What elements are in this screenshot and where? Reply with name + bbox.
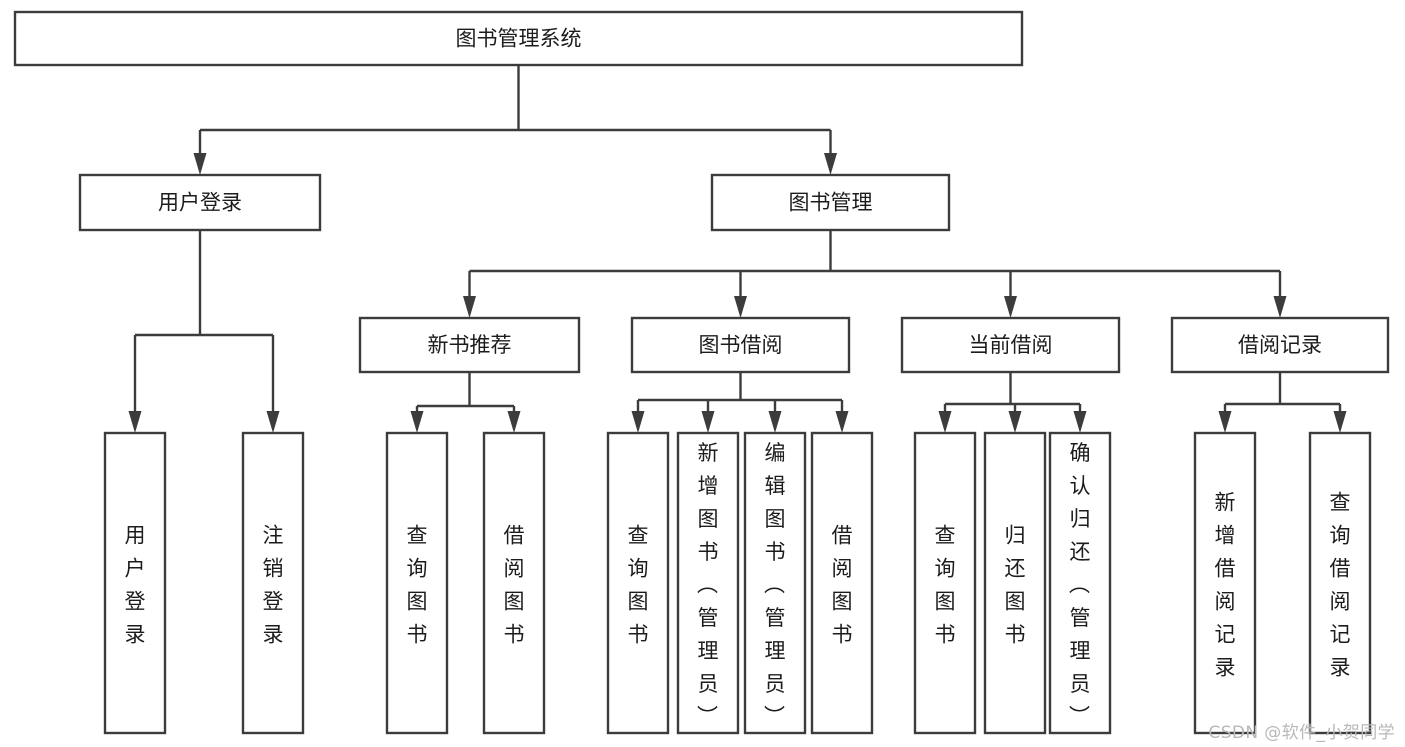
arrow-head (824, 153, 837, 175)
node-label-cur-query: 查询图书 (935, 524, 956, 647)
node-label-rec-add: 新增借阅记录 (1215, 491, 1236, 680)
arrow-head (938, 411, 952, 433)
edge-group-newbook (410, 372, 521, 433)
node-box-user-login[interactable] (103, 431, 167, 735)
node-bk-edit[interactable]: 编辑图书（管理员） (743, 431, 807, 735)
node-bk-add[interactable]: 新增图书（管理员） (676, 431, 740, 735)
node-box-root[interactable] (13, 10, 1024, 67)
node-box-rec-query[interactable] (1308, 431, 1372, 735)
arrow-head (734, 296, 747, 318)
node-box-newbook[interactable] (358, 316, 581, 374)
arrow-head (701, 411, 715, 433)
node-label-root: 图书管理系统 (456, 27, 582, 51)
node-records[interactable]: 借阅记录 (1170, 316, 1390, 374)
node-box-user-logout[interactable] (241, 431, 305, 735)
node-user-login[interactable]: 用户登录 (103, 431, 167, 735)
arrow-head (1218, 411, 1232, 433)
arrow-head (631, 411, 645, 433)
edges-layer (128, 65, 1347, 433)
arrow-head (410, 411, 424, 433)
node-box-borrow[interactable] (630, 316, 851, 374)
arrow-head (1008, 411, 1022, 433)
nodes-layer: 图书管理系统用户登录图书管理新书推荐图书借阅当前借阅借阅记录用户登录注销登录查询… (13, 10, 1390, 735)
arrow-head (1004, 296, 1017, 318)
node-current[interactable]: 当前借阅 (900, 316, 1121, 374)
node-box-rec-add[interactable] (1193, 431, 1257, 735)
node-newbook[interactable]: 新书推荐 (358, 316, 581, 374)
edge-group-records (1218, 372, 1347, 433)
node-box-bk-query[interactable] (606, 431, 670, 735)
node-root[interactable]: 图书管理系统 (13, 10, 1024, 67)
node-box-cur-query[interactable] (913, 431, 977, 735)
arrow-head (835, 411, 849, 433)
node-box-cur-confirm[interactable] (1048, 431, 1112, 735)
node-rec-add[interactable]: 新增借阅记录 (1193, 431, 1257, 735)
node-label-current: 当前借阅 (969, 333, 1053, 357)
arrow-head (463, 296, 476, 318)
node-label-bookmgr: 图书管理 (789, 191, 873, 215)
node-bk-borrow[interactable]: 借阅图书 (810, 431, 874, 735)
node-box-bk-add[interactable] (676, 431, 740, 735)
node-box-nb-borrow[interactable] (482, 431, 546, 735)
node-box-current[interactable] (900, 316, 1121, 374)
csdn-watermark: CSDN @软件_小贺同学 (1208, 723, 1395, 743)
edge-group-bookmgr (463, 230, 1287, 318)
node-label-user-logout: 注销登录 (263, 524, 284, 647)
node-bookmgr[interactable]: 图书管理 (710, 173, 951, 232)
edge-group-current (938, 372, 1087, 433)
arrow-head (1073, 411, 1087, 433)
node-label-bk-edit: 编辑图书（管理员） (764, 441, 786, 729)
node-label-newbook: 新书推荐 (428, 333, 512, 357)
node-user-logout[interactable]: 注销登录 (241, 431, 305, 735)
edge-group-root (193, 65, 837, 175)
node-nb-borrow[interactable]: 借阅图书 (482, 431, 546, 735)
node-box-nb-query[interactable] (385, 431, 449, 735)
edge-group-login (128, 230, 280, 433)
node-box-records[interactable] (1170, 316, 1390, 374)
node-label-bk-add: 新增图书（管理员） (697, 441, 719, 729)
node-cur-return[interactable]: 归还图书 (983, 431, 1047, 735)
node-label-cur-confirm: 确认归还（管理员） (1069, 441, 1091, 729)
node-box-bk-borrow[interactable] (810, 431, 874, 735)
node-label-user-login: 用户登录 (125, 524, 146, 647)
node-label-records: 借阅记录 (1238, 333, 1322, 357)
arrow-head (193, 153, 207, 175)
node-box-bookmgr[interactable] (710, 173, 951, 232)
node-box-login[interactable] (78, 173, 322, 232)
edge-group-borrow (631, 372, 849, 433)
node-label-nb-borrow: 借阅图书 (504, 524, 525, 647)
node-bk-query[interactable]: 查询图书 (606, 431, 670, 735)
node-borrow[interactable]: 图书借阅 (630, 316, 851, 374)
arrow-head (507, 411, 521, 433)
arrow-head (128, 411, 142, 433)
node-label-bk-query: 查询图书 (628, 524, 649, 647)
node-box-cur-return[interactable] (983, 431, 1047, 735)
arrow-head (768, 411, 782, 433)
arrow-head (1333, 411, 1347, 433)
node-cur-confirm[interactable]: 确认归还（管理员） (1048, 431, 1112, 735)
node-box-bk-edit[interactable] (743, 431, 807, 735)
node-label-borrow: 图书借阅 (699, 333, 783, 357)
node-label-login: 用户登录 (158, 191, 242, 215)
node-label-bk-borrow: 借阅图书 (832, 524, 853, 647)
node-label-rec-query: 查询借阅记录 (1330, 491, 1351, 680)
node-rec-query[interactable]: 查询借阅记录 (1308, 431, 1372, 735)
node-label-cur-return: 归还图书 (1005, 524, 1026, 647)
arrow-head (266, 411, 280, 433)
node-label-nb-query: 查询图书 (407, 524, 428, 647)
node-nb-query[interactable]: 查询图书 (385, 431, 449, 735)
arrow-head (1273, 296, 1287, 318)
node-cur-query[interactable]: 查询图书 (913, 431, 977, 735)
node-login[interactable]: 用户登录 (78, 173, 322, 232)
